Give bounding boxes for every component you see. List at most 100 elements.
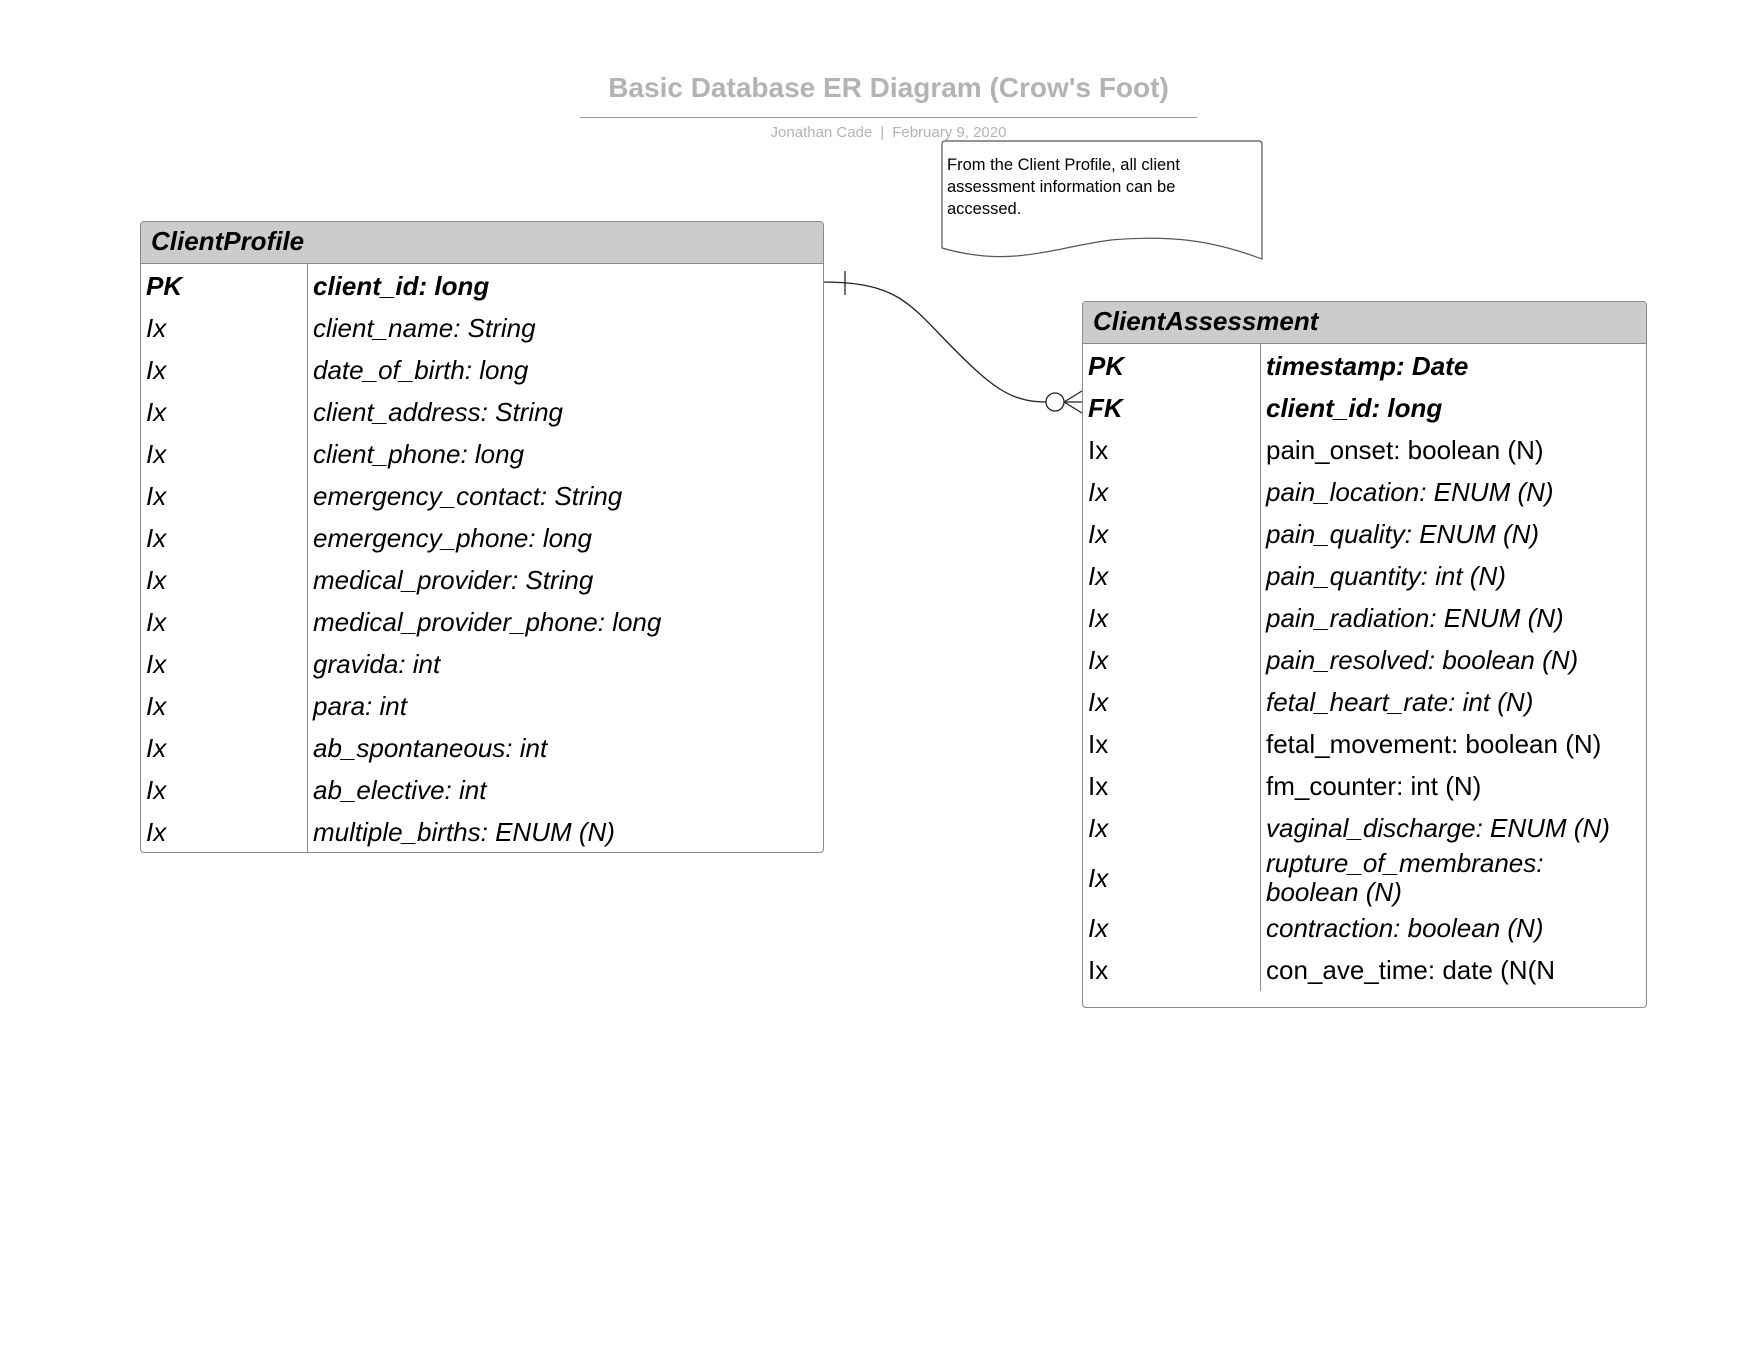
field-attribute: pain_quantity: int (N) <box>1266 560 1506 591</box>
field-row[interactable]: Ix pain_quantity: int (N) <box>1083 555 1646 597</box>
field-attribute: medical_provider_phone: long <box>313 606 662 637</box>
field-key: Ix <box>1088 954 1109 985</box>
field-attribute: client_id: long <box>313 270 490 301</box>
column-divider <box>1260 344 1261 991</box>
field-key: Ix <box>1088 812 1109 843</box>
field-attribute: pain_radiation: ENUM (N) <box>1266 602 1564 633</box>
field-key: Ix <box>1088 560 1109 591</box>
field-attribute: emergency_phone: long <box>313 522 592 553</box>
field-row[interactable]: Ix date_of_birth: long <box>141 349 823 391</box>
field-row[interactable]: Ix ab_spontaneous: int <box>141 727 823 769</box>
field-key: PK <box>146 270 183 301</box>
field-attribute: pain_location: ENUM (N) <box>1266 476 1554 507</box>
field-attribute: client_name: String <box>313 312 536 343</box>
field-row[interactable]: Ix client_phone: long <box>141 433 823 475</box>
field-row[interactable]: Ix pain_location: ENUM (N) <box>1083 471 1646 513</box>
author-name: Jonathan Cade <box>770 124 873 141</box>
field-key: FK <box>1088 392 1123 423</box>
field-attribute: multiple_births: ENUM (N) <box>313 816 615 847</box>
zero-cardinality-circle <box>1045 392 1065 412</box>
subtitle-separator: | <box>880 124 885 141</box>
diagram-subtitle: Jonathan Cade|February 9, 2020 <box>580 124 1197 141</box>
field-attribute: client_phone: long <box>313 438 525 469</box>
field-attribute: contraction: boolean (N) <box>1266 912 1544 943</box>
field-attribute: vaginal_discharge: ENUM (N) <box>1266 812 1610 843</box>
crows-foot-lower <box>1063 401 1083 414</box>
field-row[interactable]: FK client_id: long <box>1083 387 1646 429</box>
diagram-title: Basic Database ER Diagram (Crow's Foot) <box>608 72 1169 103</box>
field-row[interactable]: Ix pain_resolved: boolean (N) <box>1083 639 1646 681</box>
field-attribute: timestamp: Date <box>1266 350 1469 381</box>
field-key: Ix <box>1088 686 1109 717</box>
field-key: Ix <box>146 564 167 595</box>
field-key: Ix <box>1088 476 1109 507</box>
field-row[interactable]: Ix multiple_births: ENUM (N) <box>141 811 823 852</box>
field-attribute: medical_provider: String <box>313 564 594 595</box>
field-key: Ix <box>146 606 167 637</box>
field-row[interactable]: Ix client_name: String <box>141 307 823 349</box>
relationship-line <box>821 281 1082 403</box>
field-row[interactable]: Ix contraction: boolean (N) <box>1083 907 1646 949</box>
field-key: Ix <box>1088 862 1109 893</box>
field-row[interactable]: Ix fetal_heart_rate: int (N) <box>1083 681 1646 723</box>
field-key: Ix <box>146 396 167 427</box>
field-row[interactable]: Ix medical_provider_phone: long <box>141 601 823 643</box>
field-key: Ix <box>146 522 167 553</box>
field-attribute: con_ave_time: date (N(N <box>1266 954 1556 985</box>
field-key: Ix <box>146 816 167 847</box>
field-row[interactable]: Ix pain_onset: boolean (N) <box>1083 429 1646 471</box>
note-shape[interactable]: From the Client Profile, all client asse… <box>941 140 1264 263</box>
entity-client-assessment-title: ClientAssessment <box>1083 302 1646 344</box>
field-attribute: client_id: long <box>1266 392 1443 423</box>
field-key: PK <box>1088 350 1125 381</box>
field-attribute: pain_quality: ENUM (N) <box>1266 518 1540 549</box>
field-row[interactable]: Ix para: int <box>141 685 823 727</box>
field-row[interactable]: PK client_id: long <box>141 265 823 307</box>
field-key: Ix <box>1088 912 1109 943</box>
field-key: Ix <box>146 438 167 469</box>
field-key: Ix <box>146 480 167 511</box>
field-row[interactable]: Ix con_ave_time: date (N(N <box>1083 949 1646 991</box>
field-key: Ix <box>146 354 167 385</box>
field-attribute: date_of_birth: long <box>313 354 529 385</box>
field-key: Ix <box>1088 644 1109 675</box>
field-row[interactable]: Ix vaginal_discharge: ENUM (N) <box>1083 807 1646 849</box>
field-attribute: fetal_heart_rate: int (N) <box>1266 686 1534 717</box>
field-row[interactable]: PK timestamp: Date <box>1083 345 1646 387</box>
field-key: Ix <box>1088 434 1109 465</box>
field-key: Ix <box>146 774 167 805</box>
field-row[interactable]: Ix pain_radiation: ENUM (N) <box>1083 597 1646 639</box>
field-key: Ix <box>146 690 167 721</box>
field-row[interactable]: Ix medical_provider: String <box>141 559 823 601</box>
field-row[interactable]: Ix pain_quality: ENUM (N) <box>1083 513 1646 555</box>
field-key: Ix <box>1088 518 1109 549</box>
field-attribute: fetal_movement: boolean (N) <box>1266 728 1602 759</box>
field-key: Ix <box>146 732 167 763</box>
field-key: Ix <box>146 312 167 343</box>
field-row[interactable]: Ix gravida: int <box>141 643 823 685</box>
field-attribute: pain_resolved: boolean (N) <box>1266 644 1579 675</box>
field-attribute: ab_spontaneous: int <box>313 732 548 763</box>
title-divider <box>580 117 1197 118</box>
note-text: From the Client Profile, all client asse… <box>947 156 1180 218</box>
field-attribute: gravida: int <box>313 648 441 679</box>
note-outline <box>941 140 1263 260</box>
field-row[interactable]: Ix emergency_phone: long <box>141 517 823 559</box>
field-key: Ix <box>1088 602 1109 633</box>
field-attribute: pain_onset: boolean (N) <box>1266 434 1544 465</box>
field-key: Ix <box>1088 770 1109 801</box>
field-attribute: para: int <box>313 690 407 721</box>
field-key: Ix <box>146 648 167 679</box>
entity-client-profile-title: ClientProfile <box>141 222 823 264</box>
